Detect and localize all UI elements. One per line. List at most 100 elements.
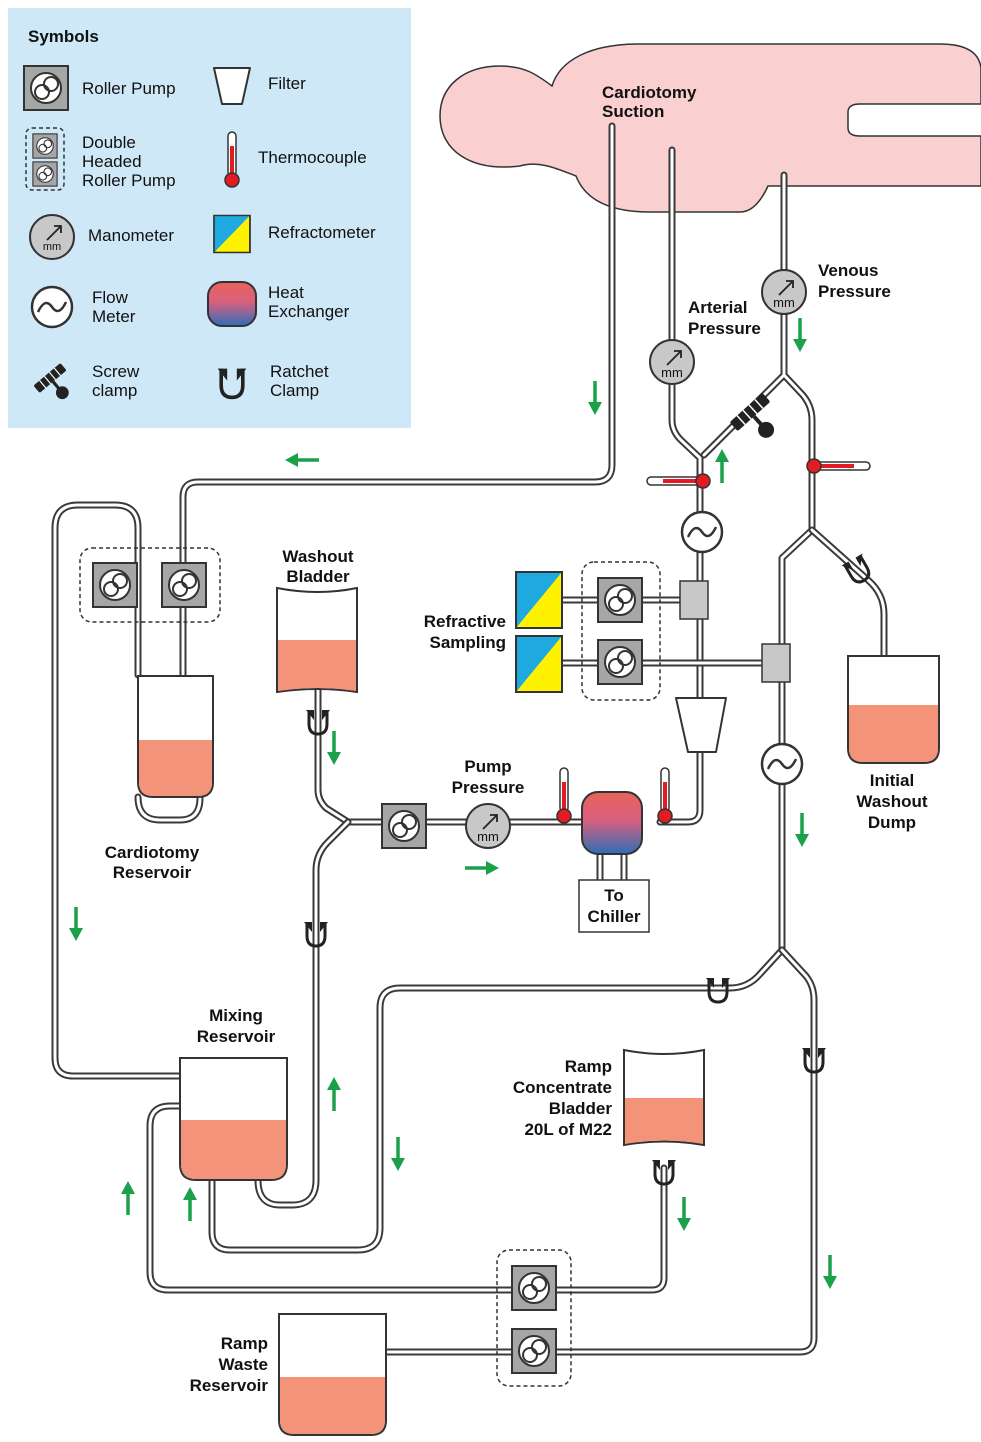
- label-ramp-waste-3: Reservoir: [190, 1376, 269, 1395]
- ramp-pump-lower-icon: [511, 1328, 557, 1374]
- legend-label-flow-1: Flow: [92, 288, 129, 307]
- legend-label-double-2: Headed: [82, 152, 142, 171]
- label-to-chiller-2: Chiller: [588, 907, 641, 926]
- ramp-pump-upper-icon: [511, 1265, 557, 1311]
- label-ramp-concentrate-4: 20L of M22: [524, 1120, 612, 1139]
- thermocouple-hx-out-icon: [657, 767, 673, 824]
- cardiotomy-reservoir: [137, 675, 214, 798]
- label-to-chiller-1: To: [604, 886, 624, 905]
- thermocouple-arterial-icon: [646, 473, 711, 489]
- legend-panel: Symbols Roller Pump Double Headed Roller…: [8, 8, 411, 428]
- flow-arrow-right-icon: [465, 861, 499, 875]
- legend-screw-clamp: Screw clamp: [31, 361, 140, 411]
- t-connector-upper: [679, 580, 709, 620]
- tubing: [51, 122, 888, 1356]
- legend-heat-exchanger: Heat Exchanger: [207, 281, 350, 327]
- legend-label-filter: Filter: [268, 74, 306, 93]
- t-connector-lower: [761, 643, 791, 683]
- label-mixing-reservoir-2: Reservoir: [197, 1027, 276, 1046]
- flow-arrow-up-icon: [121, 1181, 135, 1215]
- legend-label-screw-2: clamp: [92, 381, 137, 400]
- legend-label-hx-1: Heat: [268, 283, 304, 302]
- flow-arrow-up-icon: [327, 1077, 341, 1111]
- tube-cardiotomy-return-loop-inner: [53, 503, 182, 1078]
- label-mixing-reservoir-1: Mixing: [209, 1006, 263, 1025]
- label-refractive-sampling-1: Refractive: [424, 612, 506, 631]
- tube-cardiotomy-suction-inner: [181, 124, 614, 677]
- heat-exchanger-icon: [207, 281, 257, 327]
- flow-meter-arterial-icon: [680, 510, 724, 554]
- roller-pump-icon: [23, 65, 69, 111]
- label-arterial-pressure-2: Pressure: [688, 319, 761, 338]
- thermocouple-venous-icon: [806, 458, 871, 474]
- heat-exchanger-main-icon: [581, 791, 643, 855]
- legend-label-manometer: Manometer: [88, 226, 174, 245]
- label-ramp-concentrate-2: Concentrate: [513, 1078, 612, 1097]
- flow-arrow-down-icon: [677, 1197, 691, 1231]
- main-roller-pump-icon: [381, 803, 427, 849]
- flow-arrow-down-icon: [69, 907, 83, 941]
- flow-arrow-down-icon: [823, 1255, 837, 1289]
- double-pump-icon-lower: [32, 161, 58, 187]
- patient-body-shape: [439, 43, 981, 213]
- cardiotomy-double-pump-frame: [79, 547, 221, 623]
- label-venous-pressure-2: Pressure: [818, 282, 891, 301]
- sampling-pump-upper-icon: [597, 577, 643, 623]
- flow-arrow-down-icon: [795, 813, 809, 847]
- legend-label-thermocouple: Thermocouple: [258, 148, 367, 167]
- tube-washout-outlet-inner: [316, 688, 388, 824]
- double-pump-icon-upper: [32, 133, 58, 159]
- legend-label-refractometer: Refractometer: [268, 223, 376, 242]
- washout-bladder: [276, 586, 358, 694]
- label-cardiotomy-suction-1: Cardiotomy: [602, 83, 697, 102]
- legend-roller-pump: Roller Pump: [23, 65, 176, 111]
- tube-mixing-feed-inner: [256, 820, 350, 1207]
- flow-arrows: [69, 318, 837, 1289]
- flow-arrow-up-icon: [183, 1187, 197, 1221]
- screw-clamp-bridge-icon: [727, 390, 790, 453]
- tube-cardiotomy-bottom-loop-inner: [136, 758, 202, 822]
- flow-meter-icon: [30, 285, 74, 329]
- label-arterial-pressure-1: Arterial: [688, 298, 748, 317]
- legend-double-pump: Double Headed Roller Pump: [25, 127, 176, 191]
- sampling-pump-lower-icon: [597, 639, 643, 685]
- tube-filter-to-hx-inner: [658, 748, 702, 824]
- cardiotomy-pump-right-icon: [161, 562, 207, 608]
- flow-arrow-down-icon: [793, 318, 807, 352]
- label-ramp-concentrate-1: Ramp: [565, 1057, 612, 1076]
- thermocouple-hx-in-icon: [556, 767, 572, 824]
- flow-arrow-down-icon: [327, 731, 341, 765]
- tube-arterial-inner: [670, 148, 702, 702]
- legend-label-ratchet-2: Clamp: [270, 381, 319, 400]
- filter-icon: [213, 67, 251, 105]
- legend-label-roller-pump: Roller Pump: [82, 79, 176, 98]
- label-refractive-sampling-2: Sampling: [429, 633, 506, 652]
- sampling-double-pump-frame: [581, 561, 661, 701]
- flow-arrow-left-icon: [285, 453, 319, 467]
- label-cardiotomy-reservoir-2: Reservoir: [113, 863, 192, 882]
- legend-manometer: mm Manometer: [29, 214, 174, 260]
- flow-meter-venous-icon: [760, 742, 804, 786]
- legend-label-flow-2: Meter: [92, 307, 136, 326]
- tube-waste-line-inner: [384, 948, 816, 1354]
- label-initial-washout-dump-3: Dump: [868, 813, 916, 832]
- legend-label-screw-1: Screw: [92, 362, 140, 381]
- tube-chiller-inner: [598, 853, 626, 884]
- label-ramp-waste-2: Waste: [219, 1355, 268, 1374]
- mixing-reservoir: [179, 1057, 288, 1181]
- ramp-waste-reservoir: [278, 1313, 387, 1436]
- label-pump-pressure-1: Pump: [464, 757, 511, 776]
- legend-refractometer: Refractometer: [213, 214, 376, 254]
- flow-arrow-down-icon: [391, 1137, 405, 1171]
- tube-chiller: [596, 851, 628, 886]
- label-venous-pressure-1: Venous: [818, 261, 878, 280]
- tube-dump: [808, 526, 888, 660]
- filter-icon-main: [675, 697, 727, 753]
- refractometer-upper-icon: [515, 571, 563, 629]
- label-cardiotomy-reservoir-1: Cardiotomy: [105, 843, 200, 862]
- refractometer-icon: [213, 214, 251, 254]
- tube-dump-inner: [810, 528, 886, 658]
- tube-ramp-concentrate-inner: [148, 1104, 666, 1292]
- initial-washout-dump: [847, 655, 940, 764]
